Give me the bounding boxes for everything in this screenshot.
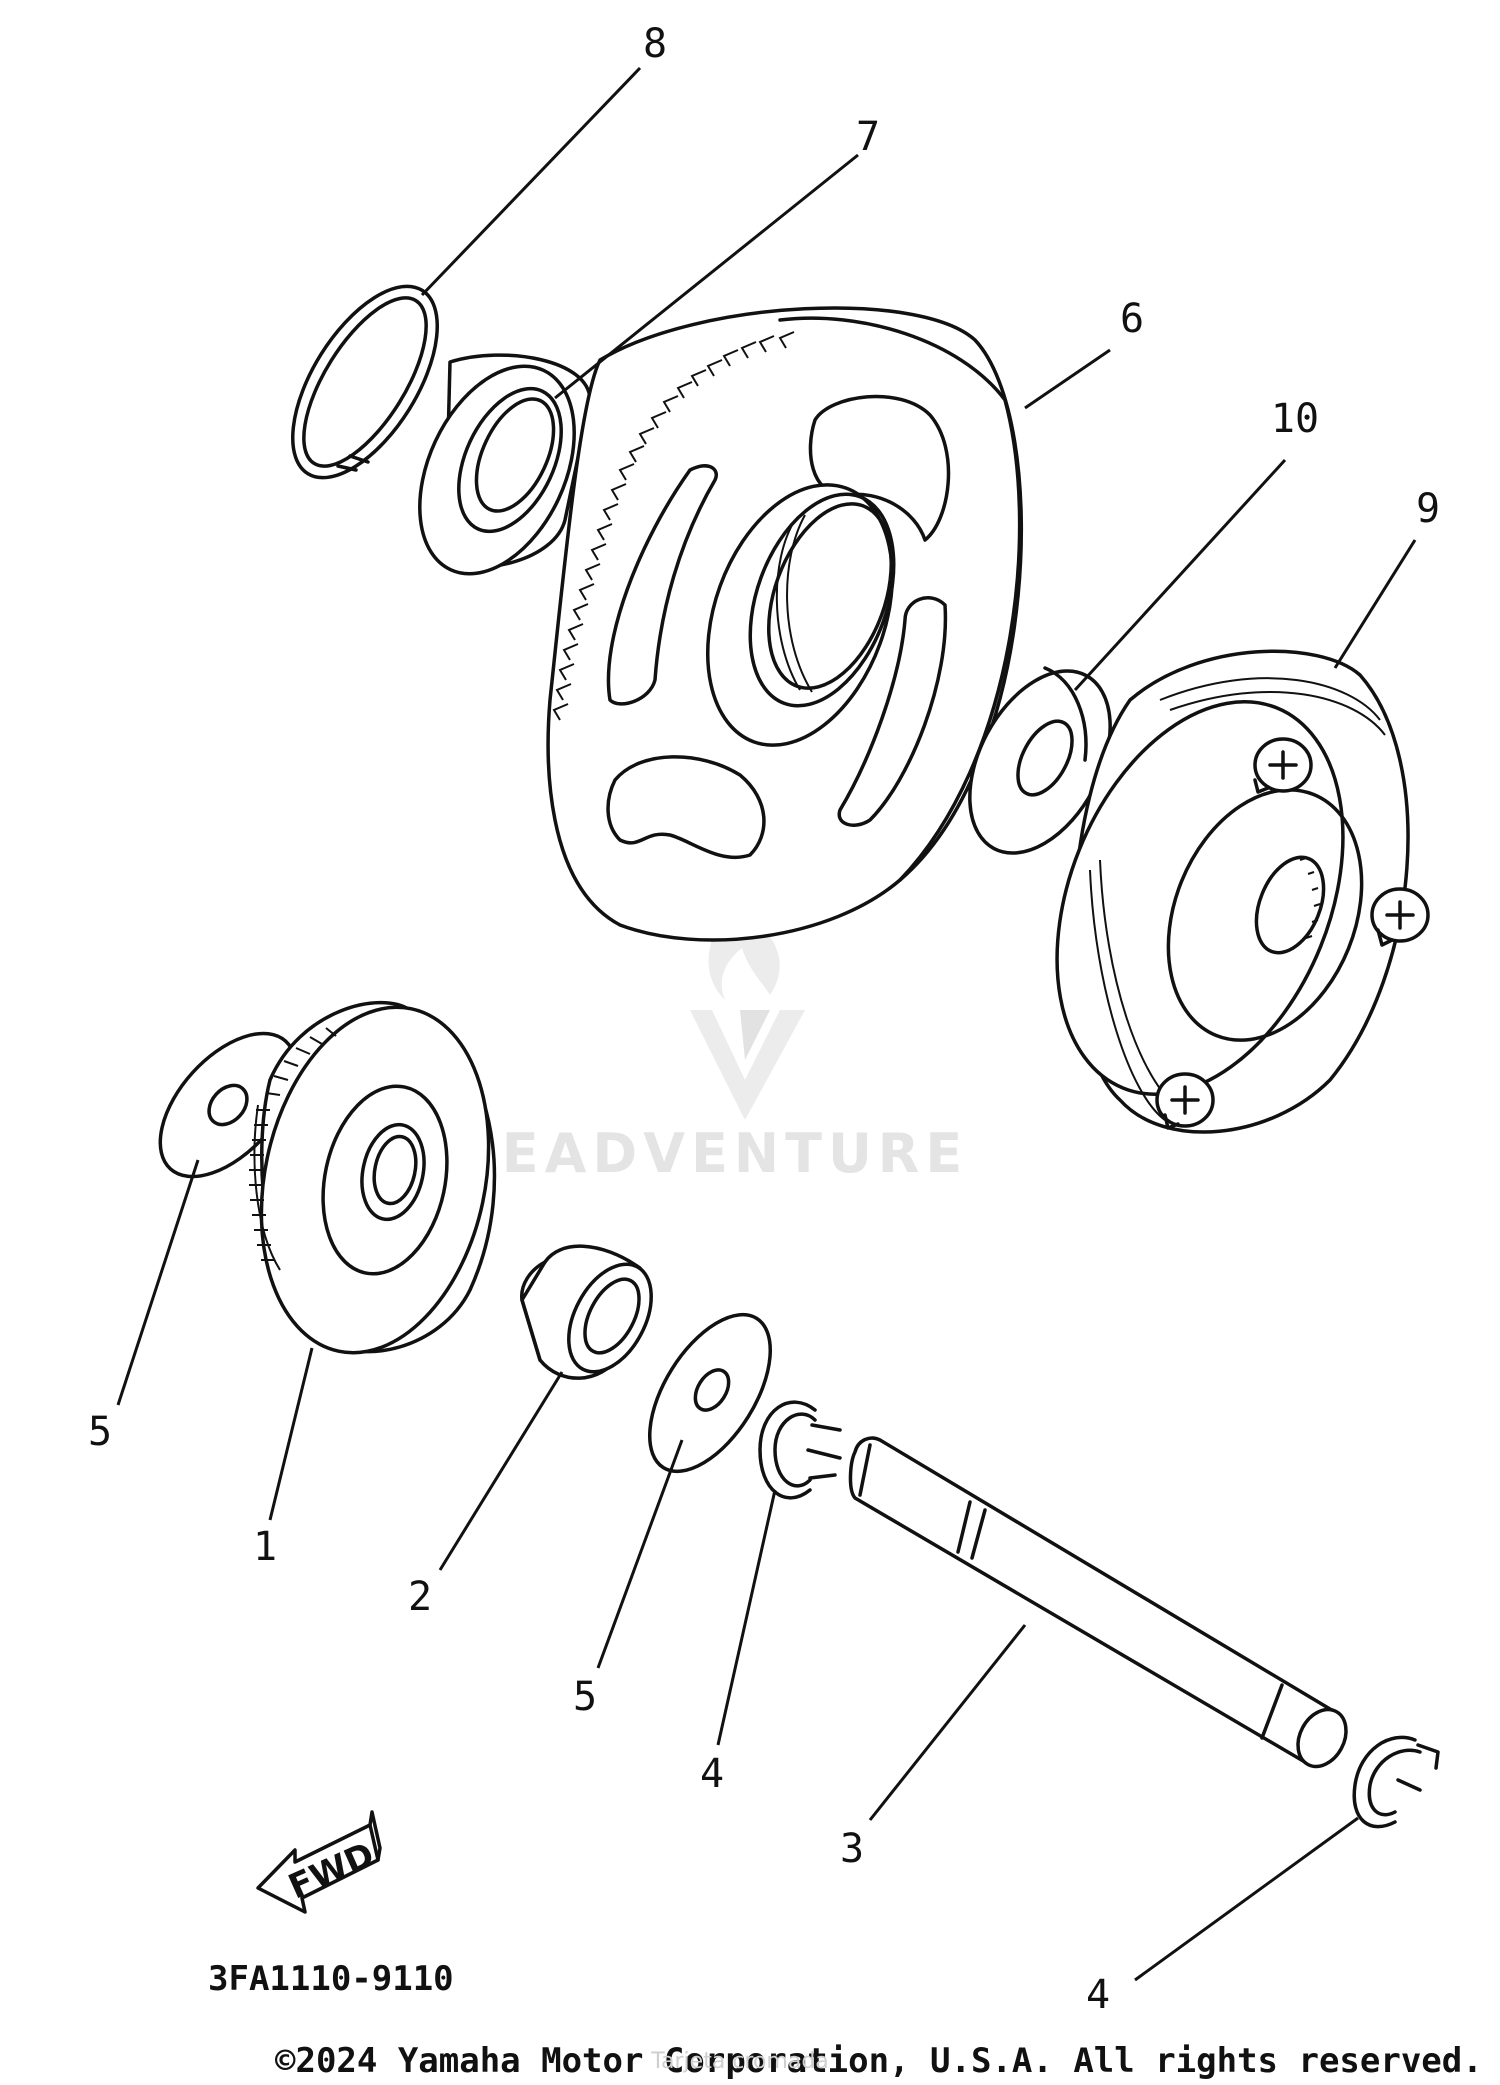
callout-leader-lines bbox=[116, 66, 1417, 1982]
part-6-large-gear bbox=[546, 306, 1024, 942]
callout-9-label: 9 bbox=[1416, 486, 1440, 532]
housing-screw-bottom bbox=[1155, 1072, 1215, 1130]
callout-5-lower-label: 5 bbox=[573, 1674, 597, 1720]
housing-screw-top bbox=[1253, 737, 1313, 794]
copyright-footer: ©2024 Yamaha Motor Corporation, U.S.A. A… bbox=[275, 2041, 1483, 2081]
fwd-arrow-icon: FWD bbox=[256, 1810, 382, 1914]
part-2-needle-bearing bbox=[520, 1244, 653, 1380]
part-5-washer-lower bbox=[647, 1312, 773, 1474]
diagram-code: 3FA1110-9110 bbox=[208, 1959, 454, 1999]
callout-2-label: 2 bbox=[408, 1574, 432, 1620]
watermark-overlay-text: Tarjeta cromada bbox=[650, 2049, 829, 2074]
part-3-shaft bbox=[848, 1436, 1348, 1769]
part-9-clutch-housing bbox=[1055, 649, 1430, 1134]
callout-4-mid-label: 4 bbox=[700, 1751, 724, 1797]
callout-5-left-label: 5 bbox=[88, 1409, 112, 1455]
part-4-eclip-right bbox=[1352, 1735, 1440, 1829]
part-4-eclip-mid bbox=[758, 1400, 842, 1500]
watermark-logo: EADVENTURE bbox=[502, 905, 969, 1185]
part-10-washer bbox=[968, 666, 1112, 855]
part-7-bearing bbox=[418, 353, 592, 576]
callout-10-label: 10 bbox=[1271, 396, 1319, 442]
callout-4-right-label: 4 bbox=[1086, 1972, 1110, 2018]
watermark-brand-text: EADVENTURE bbox=[502, 1122, 969, 1185]
callout-1-label: 1 bbox=[253, 1524, 277, 1570]
callout-6-label: 6 bbox=[1120, 296, 1144, 342]
callout-8-label: 8 bbox=[643, 21, 667, 67]
callout-3-label: 3 bbox=[840, 1826, 864, 1872]
callout-7-label: 7 bbox=[856, 114, 880, 160]
housing-screw-right bbox=[1370, 887, 1430, 947]
part-1-starter-gear bbox=[249, 1001, 497, 1355]
part-8-circlip bbox=[290, 284, 440, 480]
